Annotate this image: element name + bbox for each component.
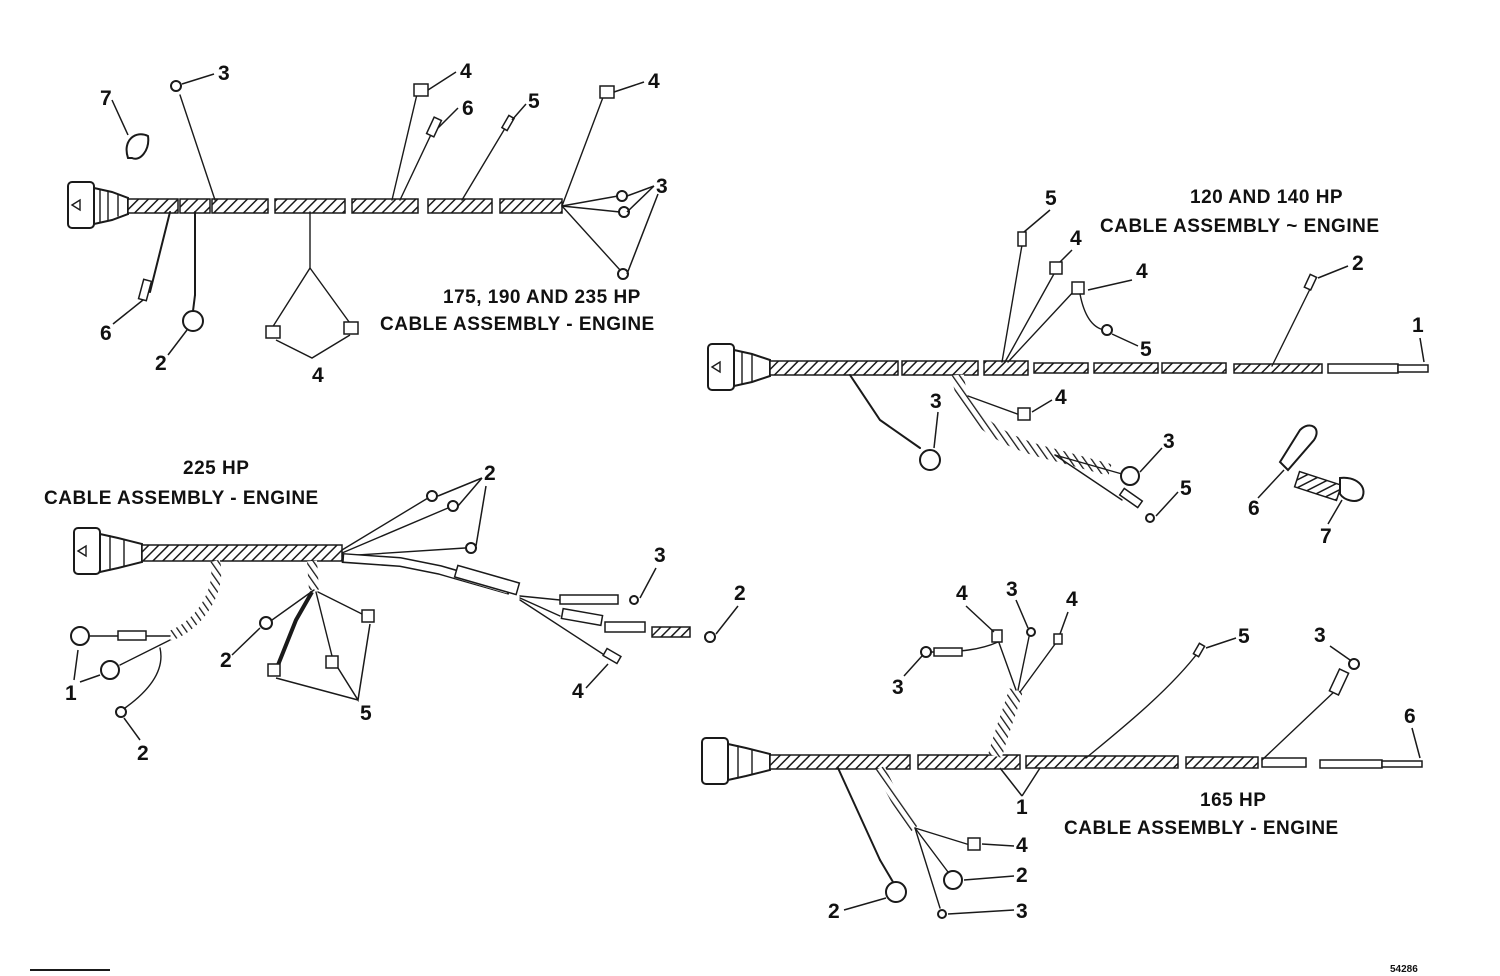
svg-text:6: 6 (100, 322, 112, 345)
svg-text:5: 5 (528, 90, 540, 113)
svg-text:5: 5 (1140, 338, 1152, 361)
assembly-title-name: CABLE ASSEMBLY - ENGINE (44, 488, 319, 509)
svg-text:1: 1 (65, 682, 77, 705)
svg-text:5: 5 (1045, 187, 1057, 210)
svg-text:2: 2 (137, 742, 149, 765)
assembly-title-hp: 120 AND 140 HP (1190, 187, 1343, 208)
svg-text:2: 2 (484, 462, 496, 485)
svg-text:2: 2 (734, 582, 746, 605)
svg-text:5: 5 (1180, 477, 1192, 500)
harness-connector (701, 737, 771, 785)
svg-text:1: 1 (1412, 314, 1424, 337)
svg-text:6: 6 (1404, 705, 1416, 728)
harness-connector (707, 343, 771, 391)
callouts: 2 3 2 4 2 5 1 2 (65, 462, 746, 765)
svg-text:3: 3 (656, 175, 668, 198)
svg-text:4: 4 (1016, 834, 1028, 857)
svg-text:5: 5 (360, 702, 372, 725)
harness-120-140: 5 4 4 5 2 1 4 3 3 5 6 7 120 AND 140 HP (707, 187, 1429, 548)
assembly-title-hp: 165 HP (1200, 790, 1266, 811)
svg-text:2: 2 (1016, 864, 1028, 887)
svg-text:3: 3 (1006, 578, 1018, 601)
svg-text:7: 7 (1320, 525, 1332, 548)
harness-connector (73, 527, 143, 575)
svg-text:4: 4 (1055, 386, 1067, 409)
svg-text:4: 4 (956, 582, 968, 605)
callouts: 4 3 4 3 5 3 6 1 4 2 3 2 (828, 578, 1421, 923)
harness-175-190-235: 7 3 4 6 5 4 3 6 2 4 175, 190 AND 235 HP … (67, 60, 668, 387)
svg-text:3: 3 (892, 676, 904, 699)
svg-text:2: 2 (828, 900, 840, 923)
svg-text:3: 3 (1314, 624, 1326, 647)
svg-text:4: 4 (1070, 227, 1082, 250)
svg-text:4: 4 (312, 364, 324, 387)
svg-text:4: 4 (1066, 588, 1078, 611)
harness-connector (67, 181, 129, 229)
svg-text:2: 2 (220, 649, 232, 672)
assembly-title-hp: 175, 190 AND 235 HP (443, 287, 641, 308)
svg-text:4: 4 (1136, 260, 1148, 283)
svg-text:1: 1 (1016, 796, 1028, 819)
svg-text:6: 6 (1248, 497, 1260, 520)
harness-165: 4 3 4 3 5 3 6 1 4 2 3 2 165 HP CABLE (701, 578, 1423, 923)
svg-text:3: 3 (1016, 900, 1028, 923)
part-number: 54286 (1390, 964, 1418, 975)
callouts: 7 3 4 6 5 4 3 6 2 4 (100, 60, 668, 387)
harness-225: 2 3 2 4 2 5 1 2 225 HP CABLE ASSEMBLY - … (44, 458, 746, 765)
svg-text:6: 6 (462, 97, 474, 120)
assembly-title-name: CABLE ASSEMBLY - ENGINE (1064, 818, 1339, 839)
assembly-title-name: CABLE ASSEMBLY - ENGINE (380, 314, 655, 335)
assembly-title-hp: 225 HP (183, 458, 249, 479)
svg-text:3: 3 (218, 62, 230, 85)
svg-text:3: 3 (930, 390, 942, 413)
svg-text:4: 4 (460, 60, 472, 83)
svg-text:2: 2 (155, 352, 167, 375)
svg-text:5: 5 (1238, 625, 1250, 648)
svg-text:3: 3 (654, 544, 666, 567)
svg-text:4: 4 (648, 70, 660, 93)
callouts: 5 4 4 5 2 1 4 3 3 5 6 7 (930, 187, 1425, 548)
svg-text:3: 3 (1163, 430, 1175, 453)
assembly-title-name: CABLE ASSEMBLY ~ ENGINE (1100, 216, 1380, 237)
svg-text:4: 4 (572, 680, 584, 703)
svg-text:7: 7 (100, 87, 112, 110)
svg-text:2: 2 (1352, 252, 1364, 275)
